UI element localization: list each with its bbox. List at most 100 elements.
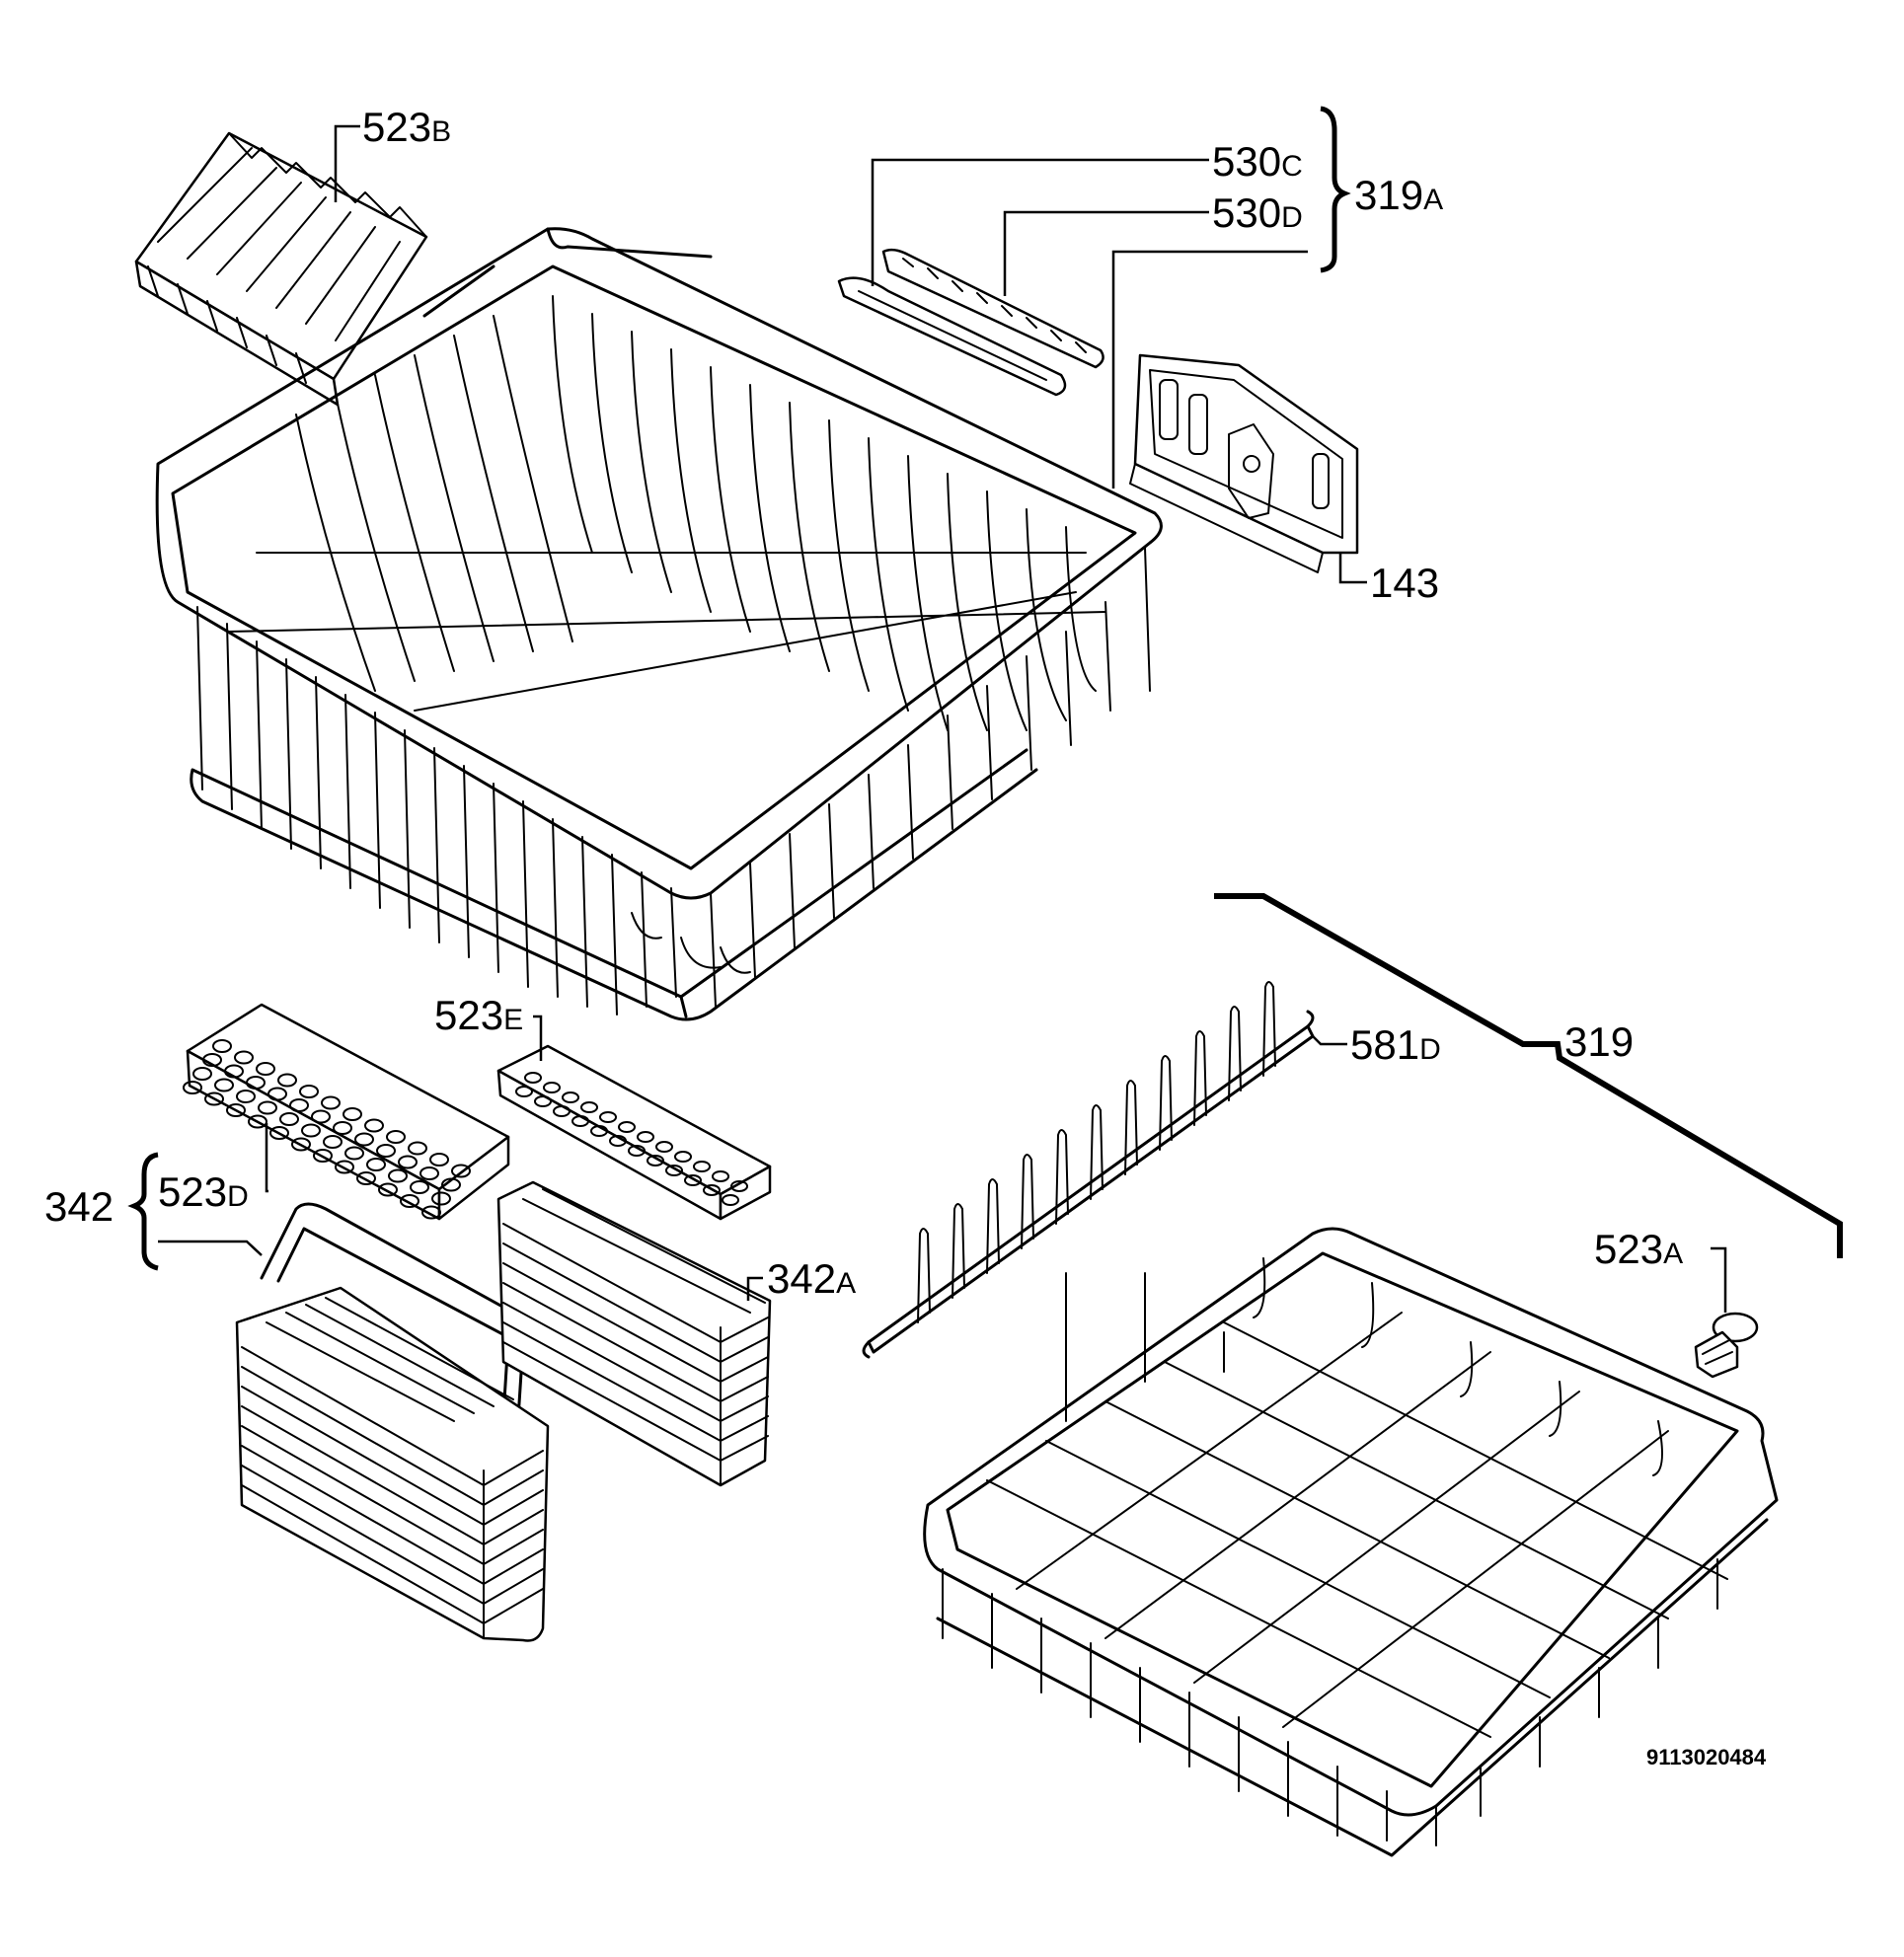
svg-text:9113020484: 9113020484 — [1646, 1745, 1767, 1769]
leader-lines — [158, 124, 1843, 1313]
svg-text:530C: 530C — [1212, 138, 1303, 185]
document-id: 9113020484 — [1646, 1745, 1767, 1769]
tray-hole — [524, 1072, 542, 1084]
tray-hole — [212, 1039, 232, 1053]
tray-hole — [301, 1123, 321, 1138]
tray-hole — [279, 1112, 299, 1126]
tray-hole — [313, 1149, 333, 1163]
tray-hole — [224, 1064, 244, 1079]
cutlery-insert-523D — [183, 1003, 510, 1221]
brace-342 — [127, 1152, 159, 1271]
lower-basket — [923, 1227, 1779, 1857]
plate-rack-581D — [862, 981, 1315, 1359]
tray-hole — [609, 1135, 627, 1147]
svg-text:523E: 523E — [434, 992, 523, 1038]
tray-hole — [291, 1137, 311, 1152]
svg-text:319: 319 — [1564, 1018, 1634, 1065]
tray-hole — [311, 1109, 331, 1124]
cutlery-insert-523E — [496, 1044, 772, 1221]
tray-hole — [693, 1161, 711, 1172]
tray-hole — [226, 1103, 246, 1117]
tray-hole — [321, 1095, 341, 1110]
tray-hole — [599, 1111, 617, 1123]
tray-hole — [674, 1151, 692, 1163]
rail-530D — [881, 248, 1104, 369]
label-581D: 581D — [1350, 1021, 1441, 1068]
tray-hole — [637, 1131, 654, 1143]
tray-hole — [431, 1191, 451, 1206]
cutlery-insert-523B — [134, 131, 428, 407]
tray-hole — [246, 1076, 266, 1090]
tray-hole — [628, 1145, 646, 1157]
tray-hole — [712, 1170, 729, 1182]
rail-530C — [837, 276, 1067, 397]
tray-hole — [665, 1165, 683, 1176]
tray-hole — [451, 1164, 471, 1178]
tray-hole — [730, 1180, 748, 1192]
tray-hole — [354, 1132, 374, 1147]
tray-hole — [571, 1115, 589, 1127]
label-523A: 523A — [1594, 1226, 1683, 1272]
wheel-523A — [1694, 1312, 1759, 1379]
tray-hole — [655, 1141, 673, 1153]
tray-hole — [269, 1126, 289, 1140]
svg-text:581D: 581D — [1350, 1021, 1441, 1068]
label-143: 143 — [1370, 560, 1439, 606]
height-adjuster-143 — [1129, 353, 1359, 573]
svg-text:342A: 342A — [767, 1255, 856, 1302]
tray-hole — [410, 1180, 429, 1194]
tray-hole — [400, 1194, 419, 1208]
tray-hole — [258, 1100, 277, 1115]
tray-hole — [534, 1095, 552, 1107]
brace-319A — [1320, 106, 1351, 273]
tray-hole — [192, 1067, 212, 1081]
svg-text:523A: 523A — [1594, 1226, 1683, 1272]
tray-hole — [378, 1182, 398, 1197]
tray-hole — [323, 1135, 343, 1149]
tray-hole — [408, 1141, 427, 1156]
tray-hole — [366, 1158, 386, 1171]
leader-319 — [1214, 893, 1843, 1258]
label-523E: 523E — [434, 992, 523, 1038]
label-530C: 530C — [1212, 138, 1303, 185]
tray-hole — [335, 1160, 354, 1174]
tray-hole — [580, 1101, 598, 1113]
tray-hole — [376, 1144, 396, 1158]
label-319A: 319A — [1354, 172, 1443, 218]
label-523D: 523D — [158, 1168, 249, 1215]
svg-text:523B: 523B — [362, 104, 451, 150]
label-523B: 523B — [362, 104, 451, 150]
tray-hole — [256, 1062, 275, 1076]
tray-hole — [388, 1168, 408, 1183]
tray-hole — [647, 1155, 664, 1167]
svg-text:523D: 523D — [158, 1168, 249, 1215]
label-342A: 342A — [767, 1255, 856, 1302]
tray-hole — [441, 1177, 461, 1192]
tray-hole — [703, 1184, 721, 1196]
tray-hole — [419, 1167, 439, 1180]
tray-hole — [299, 1085, 319, 1098]
tray-hole — [386, 1130, 406, 1144]
tray-hole — [277, 1073, 297, 1088]
tray-hole — [722, 1194, 739, 1206]
label-319: 319 — [1564, 1018, 1634, 1065]
tray-hole — [234, 1050, 254, 1065]
tray-hole — [429, 1153, 449, 1167]
tray-hole — [590, 1125, 608, 1137]
tray-hole — [562, 1091, 579, 1103]
tray-hole — [344, 1146, 364, 1161]
svg-text:319A: 319A — [1354, 172, 1443, 218]
label-530D: 530D — [1212, 189, 1303, 236]
tray-hole — [183, 1081, 202, 1094]
tray-hole — [204, 1091, 224, 1106]
tray-hole — [214, 1078, 234, 1092]
tray-hole — [236, 1090, 256, 1103]
tray-hole — [343, 1107, 362, 1121]
tray-hole — [421, 1205, 441, 1220]
upper-basket — [155, 227, 1163, 1021]
tray-hole — [553, 1105, 571, 1117]
cutlery-basket-342A — [496, 1180, 772, 1487]
tray-hole — [248, 1114, 267, 1129]
svg-text:530D: 530D — [1212, 189, 1303, 236]
